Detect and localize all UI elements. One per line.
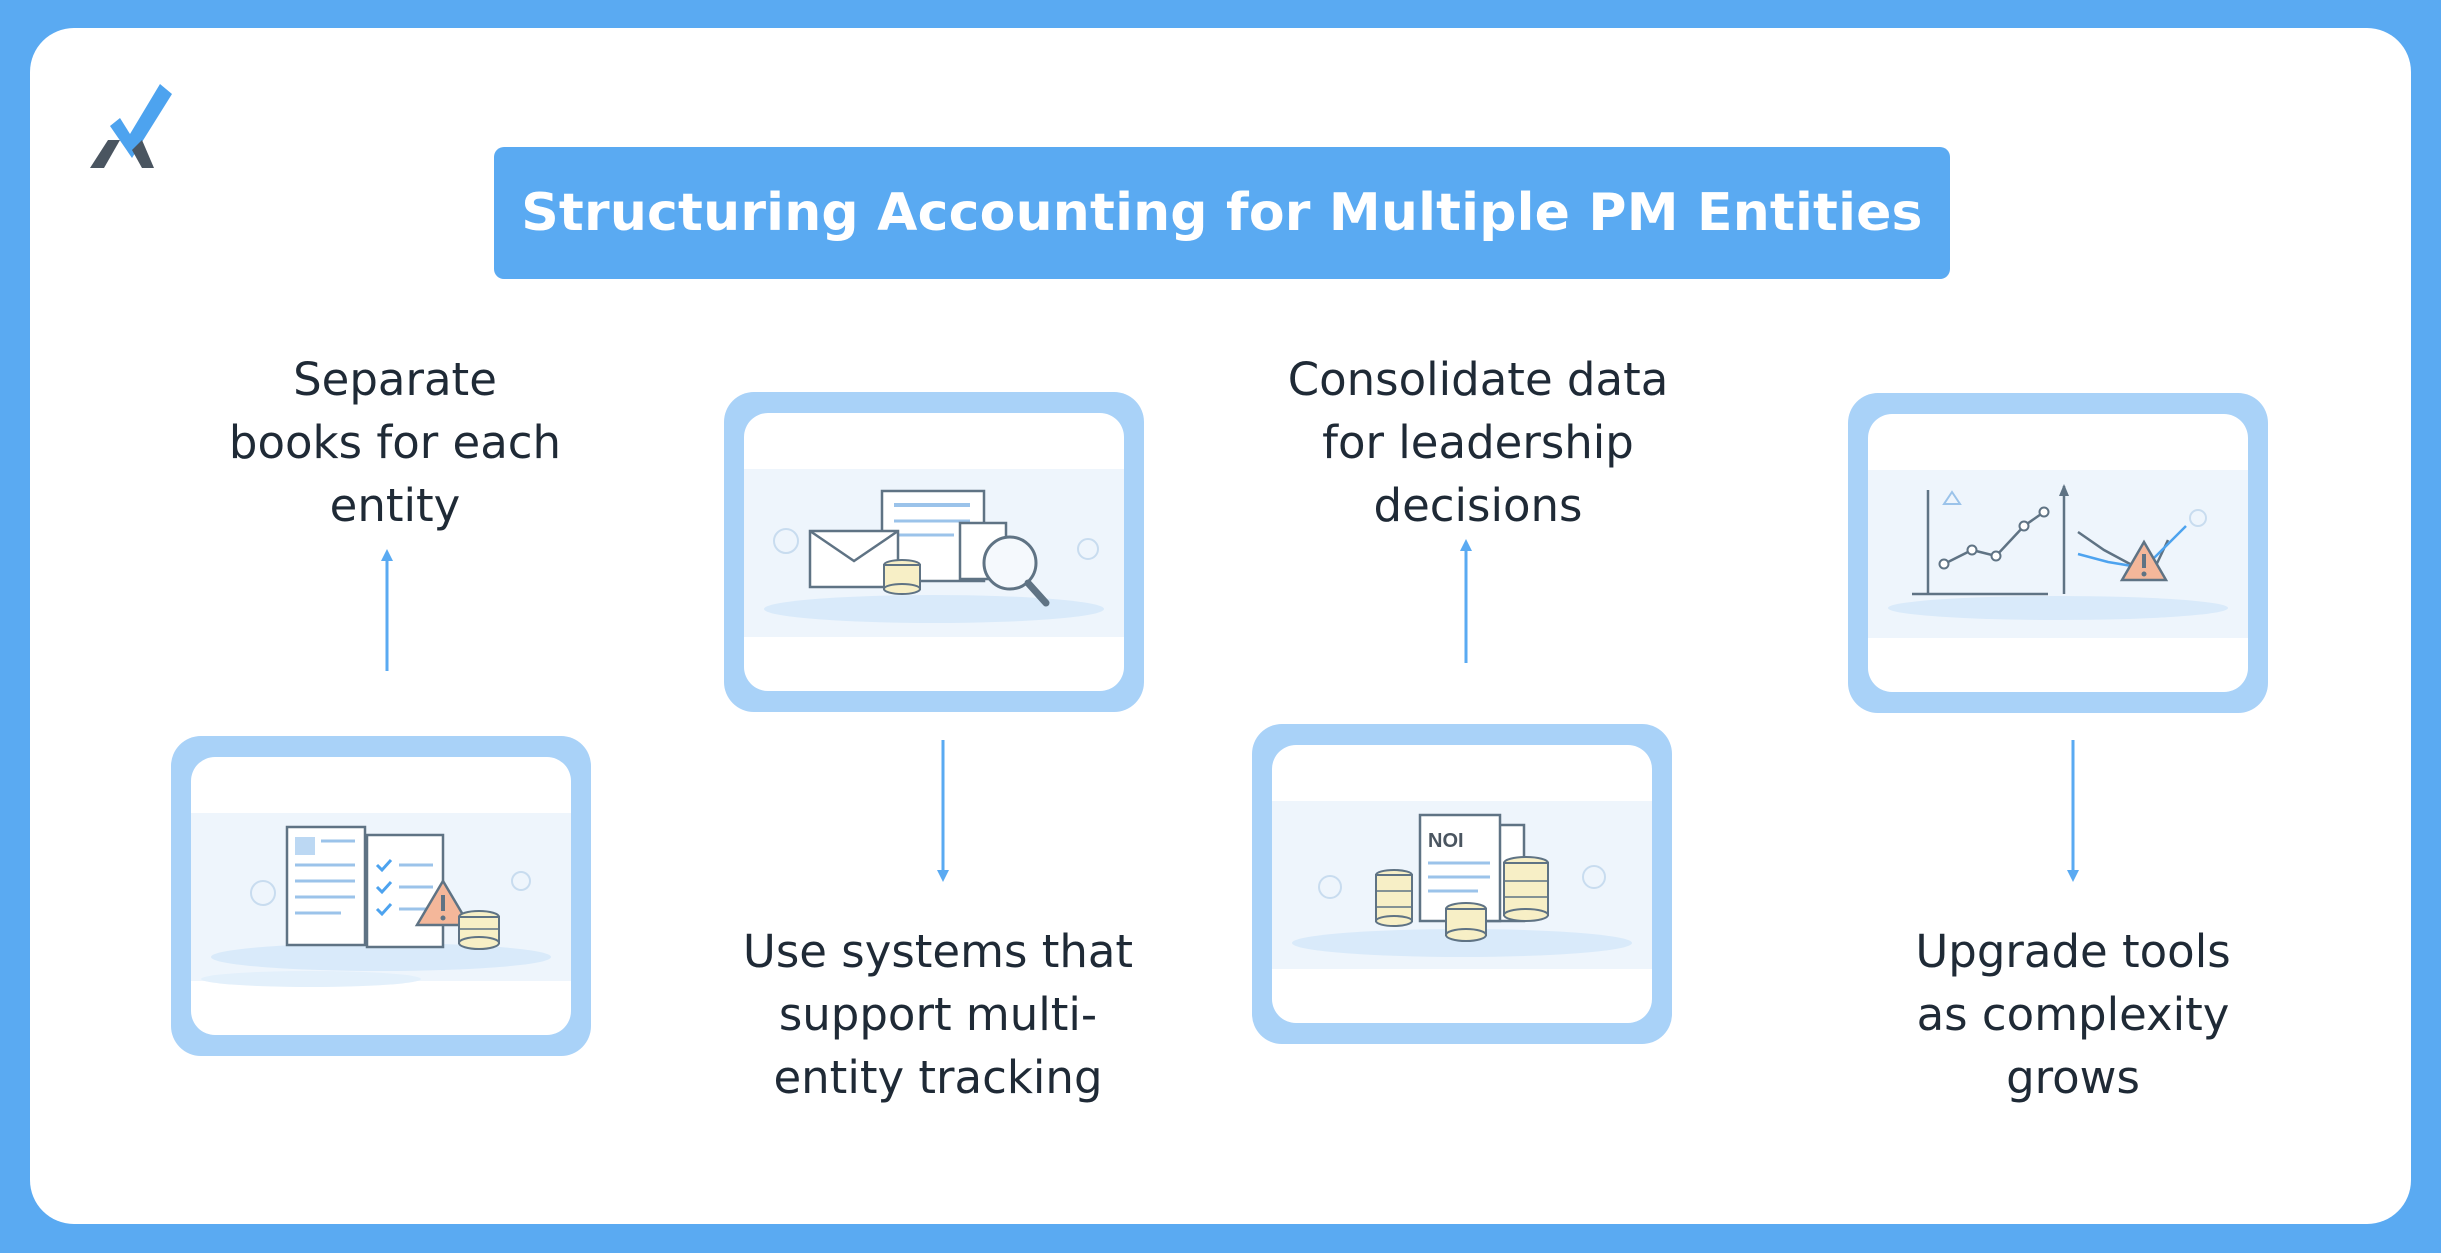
svg-text:NOI: NOI [1428, 830, 1464, 852]
arrow-up-icon [1460, 539, 1472, 663]
arrow-down-icon [937, 740, 949, 882]
step-4-label: Upgrade tools as complexity grows [1813, 920, 2333, 1109]
step-2-label-line: entity tracking [773, 1051, 1103, 1104]
noi-report-coins-icon: NOI [1272, 801, 1652, 969]
step-3-label-line: for leadership [1322, 416, 1634, 469]
step-1-label-line: Separate [293, 353, 497, 406]
step-2-label: Use systems that support multi- entity t… [678, 920, 1198, 1109]
step-4-illustration [1868, 414, 2248, 692]
title-banner: Structuring Accounting for Multiple PM E… [494, 147, 1950, 279]
step-1-illustration [191, 757, 571, 1035]
brand-logo [90, 84, 172, 168]
arrow-up-icon [381, 549, 393, 671]
page-title: Structuring Accounting for Multiple PM E… [521, 183, 1923, 243]
step-3-label-line: decisions [1373, 479, 1583, 532]
step-4-label-line: Upgrade tools [1915, 925, 2231, 978]
ledgers-warning-coins-icon [191, 813, 571, 987]
step-3-card: NOI [1252, 724, 1672, 1044]
step-1-label-line: books for each [228, 416, 562, 469]
step-3-illustration: NOI [1272, 745, 1652, 1023]
arrow-down-icon [2067, 740, 2079, 882]
step-2-illustration [744, 413, 1124, 691]
step-1-label: Separate books for each entity [135, 348, 655, 537]
canvas: Structuring Accounting for Multiple PM E… [30, 28, 2411, 1224]
step-2-card [724, 392, 1144, 712]
step-3-label-line: Consolidate data [1287, 353, 1669, 406]
step-4-card [1848, 393, 2268, 713]
step-1-card [171, 736, 591, 1056]
documents-magnifier-icon [744, 469, 1124, 637]
step-1-label-line: entity [329, 479, 461, 532]
step-2-label-line: support multi- [778, 988, 1098, 1041]
step-3-label: Consolidate data for leadership decision… [1218, 348, 1738, 537]
step-4-label-line: grows [2006, 1051, 2140, 1104]
charts-warning-icon [1868, 470, 2248, 638]
step-4-label-line: as complexity [1916, 988, 2230, 1041]
step-2-label-line: Use systems that [742, 925, 1134, 978]
